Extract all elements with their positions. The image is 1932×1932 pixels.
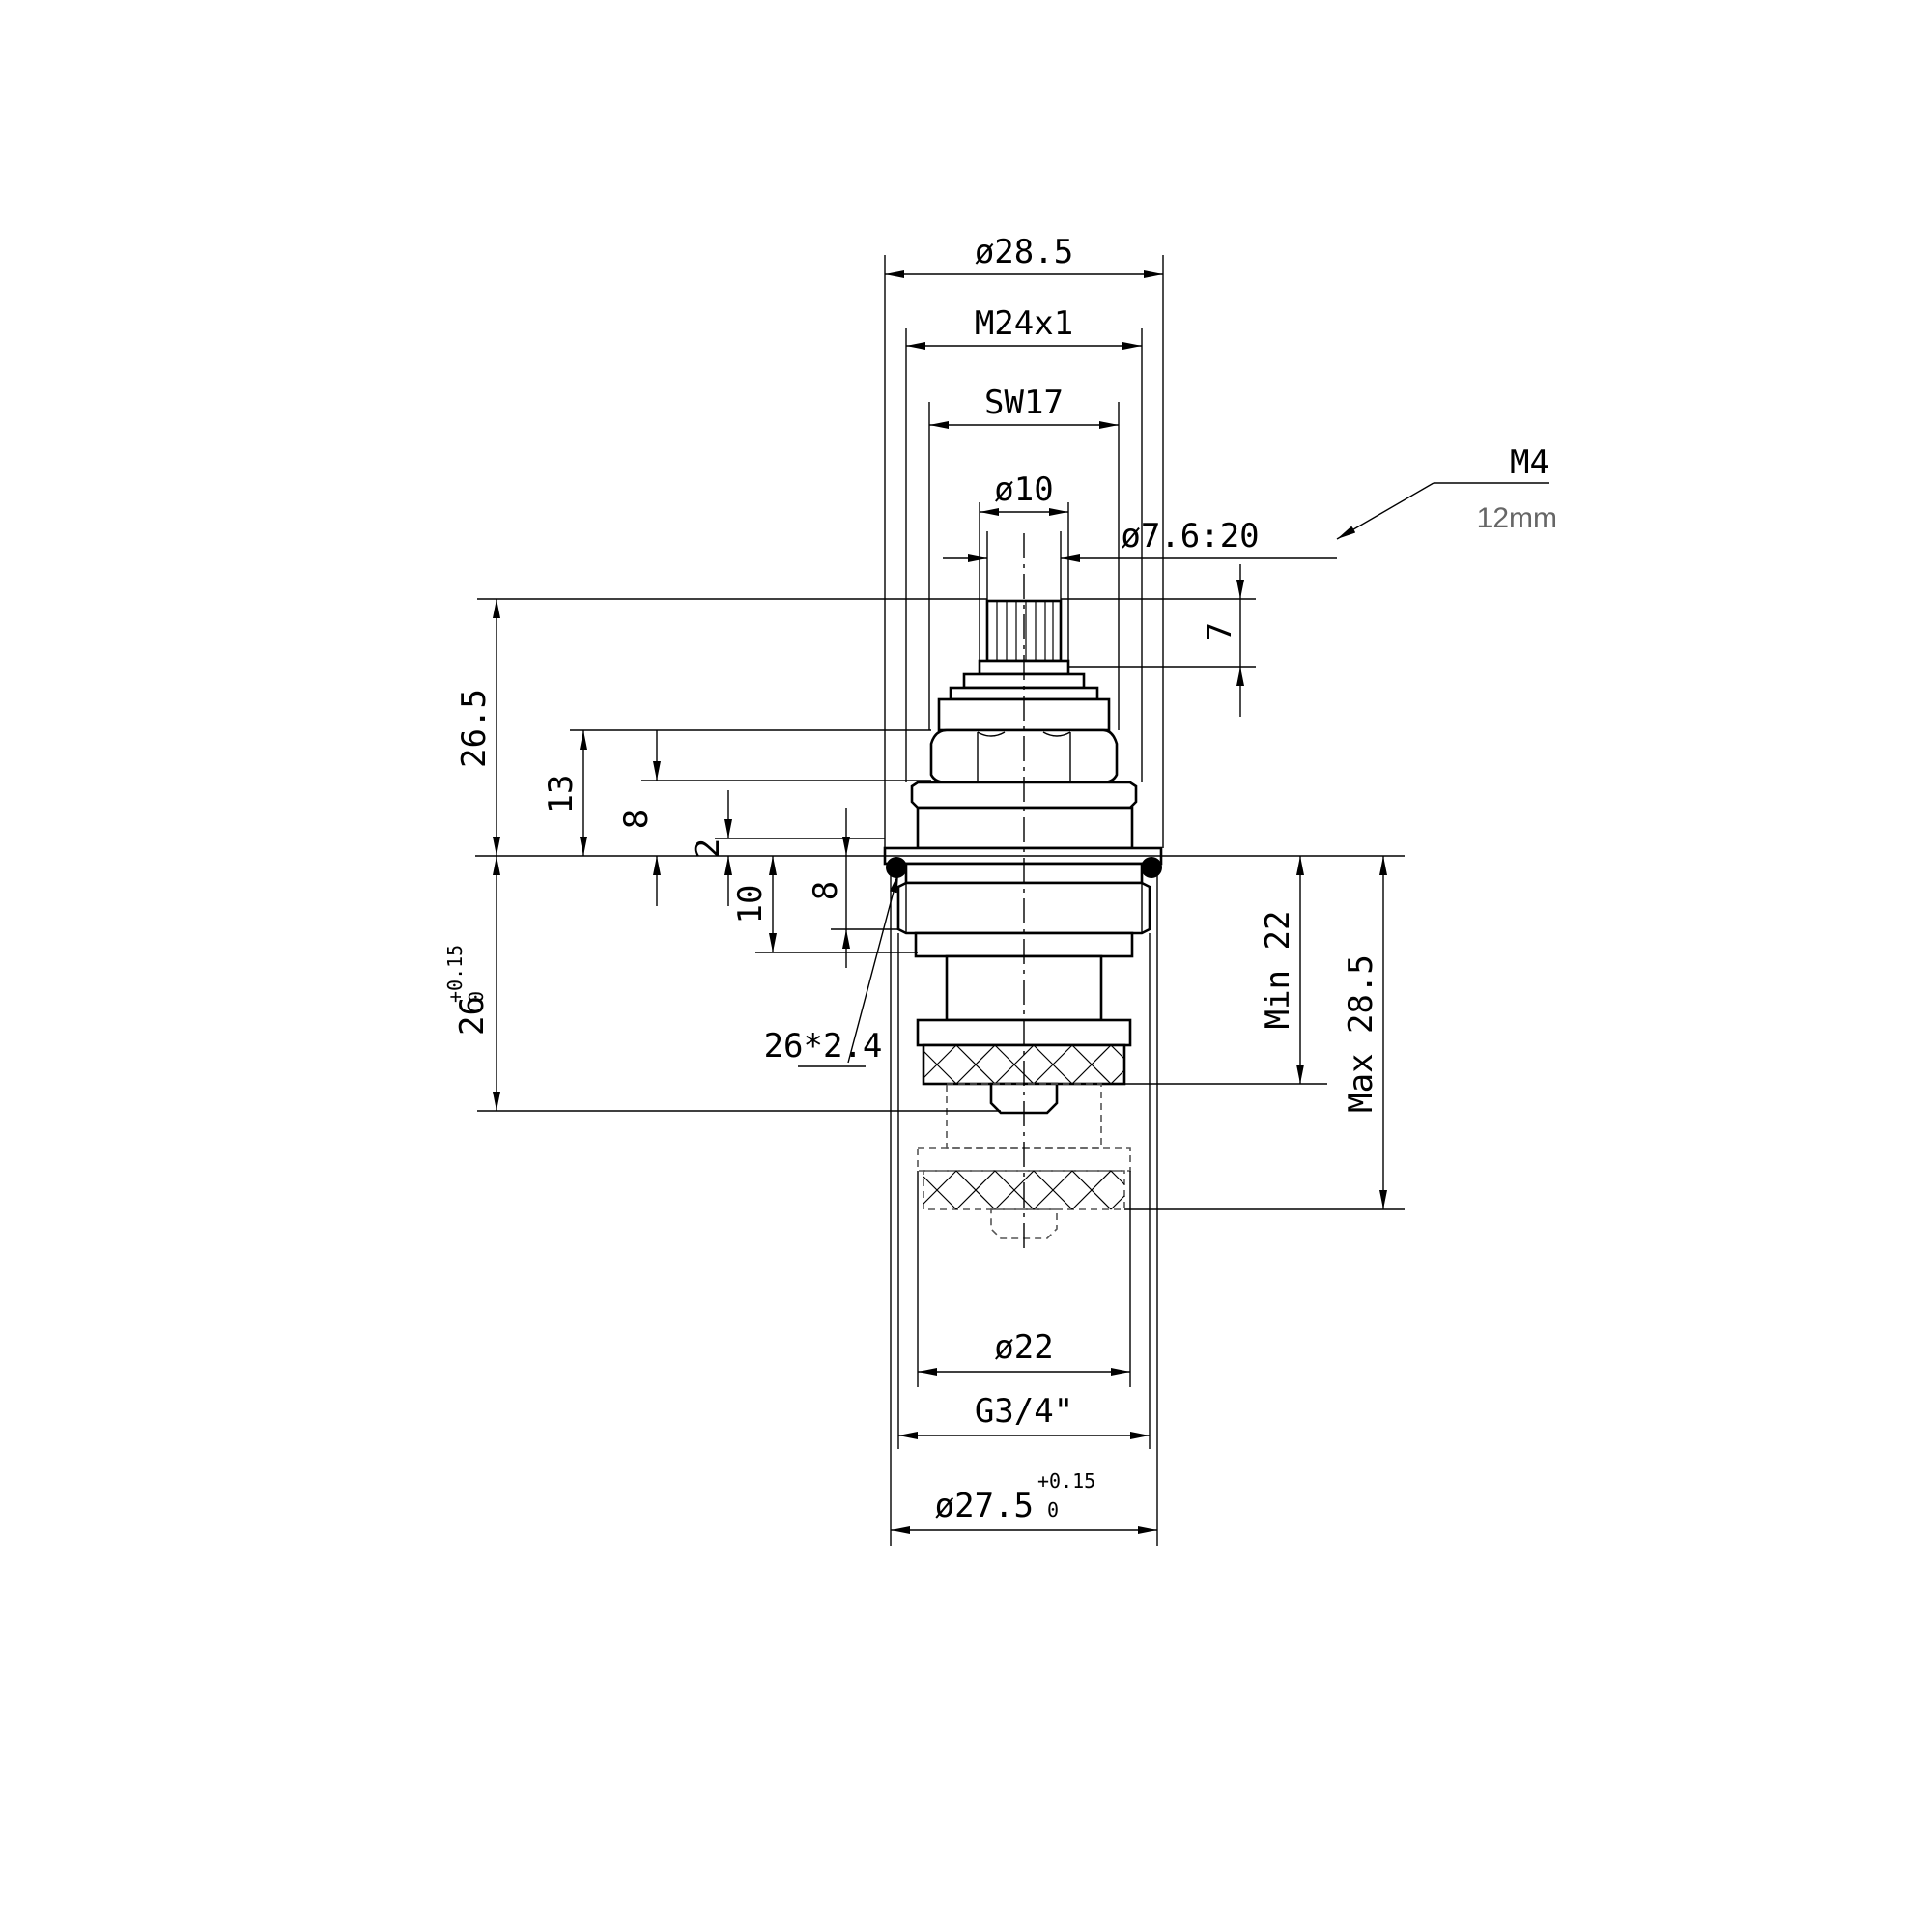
label-bore-base: ø27.5 [935,1487,1034,1525]
label-dim-13: 13 [542,775,581,814]
washer-hatch [923,1044,1125,1085]
spline-ridges [996,601,1054,661]
label-min-depth: Min 22 [1259,911,1297,1030]
label-max-depth: Max 28.5 [1342,954,1380,1113]
label-height-above: 26.5 [455,689,494,768]
label-bore-tol-lower: 0 [1047,1498,1059,1521]
label-dim-8-lower: 8 [807,881,845,900]
cartridge-body [883,533,1163,1252]
flange-lower [916,806,1134,850]
label-spline: ø7.6:20 [1121,517,1259,555]
spline-height-dimension: 7 [1061,564,1256,717]
right-dimensions: Min 22 Max 28.5 [1124,856,1405,1210]
o-ring-left [886,857,907,878]
top-dimensions: ø28.5 M24x1 SW17 ø10 ø7.6:20 M4 12mm [884,233,1557,848]
label-outer-diameter: ø28.5 [975,233,1073,271]
label-depth-base: 26 [453,996,492,1036]
label-stem-diameter: ø10 [994,470,1053,509]
label-spline-height: 7 [1201,622,1239,641]
label-o-ring: 26*2.4 [764,1027,883,1065]
label-screw-length: 12mm [1477,502,1557,534]
label-dim-10: 10 [731,885,770,924]
o-ring-callout: 26*2.4 [764,872,899,1067]
left-dimensions: 26.5 13 8 2 10 8 26 +0.15 0 [443,598,1001,1112]
label-seat-diameter: ø22 [994,1328,1053,1367]
o-ring-right [1141,857,1162,878]
label-depth-tol-upper: +0.15 [443,945,467,1003]
label-depth-tol-lower: 0 [465,991,488,1003]
bottom-dimensions: ø22 G3/4" ø27.5 +0.15 0 [890,873,1158,1546]
label-bore-tol-upper: +0.15 [1037,1469,1095,1492]
label-wrench-size: SW17 [984,384,1064,422]
label-dim-8-upper: 8 [617,810,656,829]
label-screw: M4 [1510,443,1549,482]
label-dim-2: 2 [689,838,727,858]
label-pipe-thread: G3/4" [975,1392,1073,1431]
label-thread: M24x1 [975,304,1073,343]
